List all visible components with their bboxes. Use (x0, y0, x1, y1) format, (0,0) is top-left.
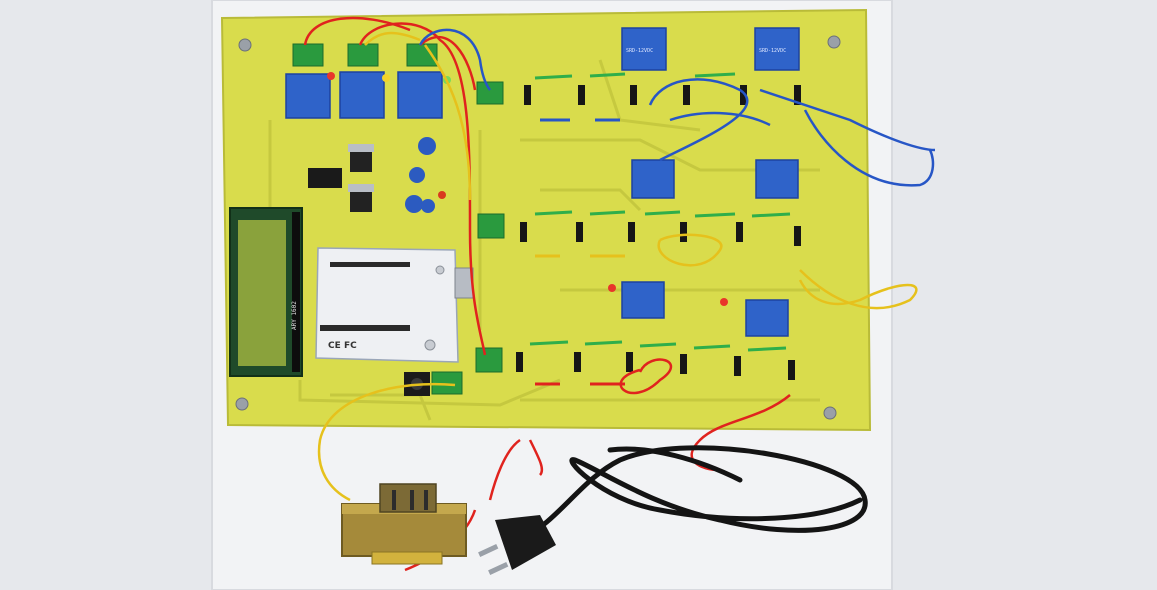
arduino-ce-mark: CE (328, 341, 341, 351)
red-wires (303, 16, 791, 572)
lcd-label: ARY 1602 (291, 301, 298, 330)
blue-wires (418, 28, 936, 187)
power-section (308, 137, 446, 213)
green-jumpers (529, 72, 791, 352)
pcb-traces (268, 59, 820, 421)
pcb-board (220, 8, 872, 432)
arduino-fc-mark: FC (344, 341, 357, 351)
power-cord (517, 445, 868, 543)
terminal-blocks (292, 43, 505, 395)
lcd-display: ARY 1602 (229, 207, 303, 377)
relay-labels: SRD-12VDC SRD-12VDC (626, 48, 786, 54)
switch-rows (516, 85, 801, 380)
relay-label: SRD-12VDC (626, 48, 653, 54)
yellow-wires (317, 31, 918, 502)
transformer (341, 483, 467, 565)
top-relays (285, 71, 443, 119)
mounting-screws (235, 35, 841, 420)
relay-label: SRD-12VDC (759, 48, 786, 54)
power-plug (478, 515, 556, 575)
grid-relays (621, 27, 800, 337)
arduino-board: CE FC (315, 247, 474, 363)
leds (327, 72, 728, 306)
